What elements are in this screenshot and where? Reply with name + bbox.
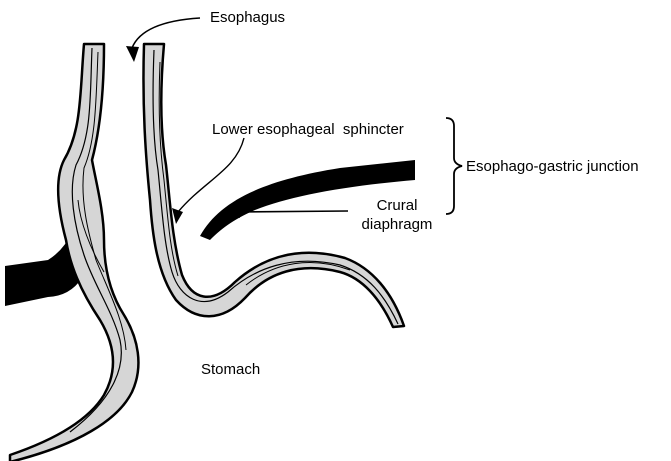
label-crural-diaphragm: Crural diaphragm bbox=[349, 196, 445, 234]
les-arrowhead bbox=[172, 208, 183, 224]
label-lower-esophageal-sphincter: Lower esophageal sphincter bbox=[212, 120, 404, 139]
left-esophageal-wall bbox=[10, 44, 138, 461]
esophagus-arrowhead bbox=[126, 46, 139, 62]
label-crural-line2: diaphragm bbox=[349, 215, 445, 234]
junction-brace bbox=[446, 118, 462, 214]
label-esophagus: Esophagus bbox=[210, 8, 285, 27]
esophagus-arrow bbox=[132, 18, 200, 48]
label-stomach: Stomach bbox=[201, 360, 260, 379]
les-arrow bbox=[178, 138, 244, 212]
label-esophago-gastric-junction: Esophago-gastric junction bbox=[466, 157, 639, 176]
crural-diaphragm-arrow bbox=[236, 211, 348, 212]
label-crural-line1: Crural bbox=[349, 196, 445, 215]
